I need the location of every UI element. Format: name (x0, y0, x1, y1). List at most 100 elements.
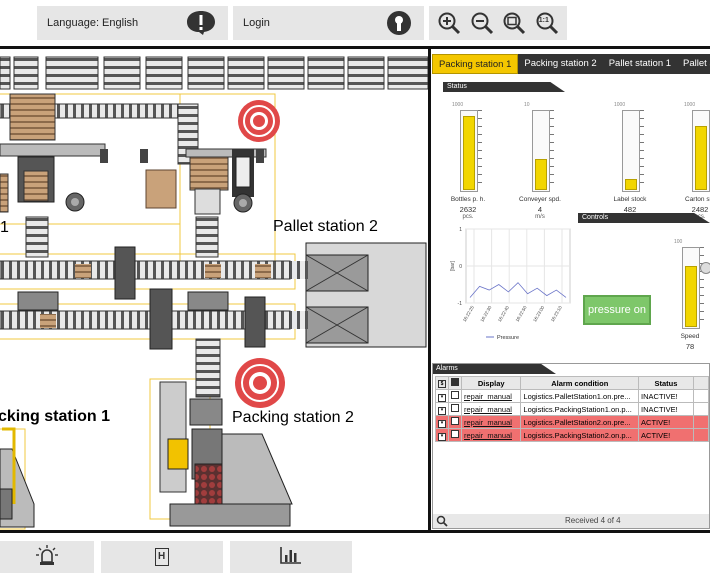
tab-pallet-station-2[interactable]: Pallet station (683, 58, 710, 69)
login-button[interactable]: Login (233, 6, 424, 40)
label-pallet-station-2: Pallet station 2 (273, 218, 378, 235)
alarm-condition: Logistics.PalletStation2.on.pre... (520, 415, 640, 429)
chart-legend-label: Pressure (497, 335, 519, 341)
gauge-tube (692, 110, 710, 192)
alarm-row-checkbox[interactable] (448, 402, 462, 416)
alarm-row[interactable]: ▾ repair_manual Logistics.PalletStation2.o… (435, 415, 710, 429)
alarm-status: INACTIVE! (638, 402, 694, 416)
gauge-unit: m/s (535, 214, 545, 220)
chart-x-tick: 16:22:30 (479, 305, 492, 323)
main-area: Pallet station 2 cking station 1 Packing… (0, 46, 710, 533)
gauge-ticks (640, 110, 644, 190)
chart-x-tick: 16:22:40 (497, 305, 510, 323)
expand-icon[interactable]: ▾ (435, 402, 449, 416)
chart-x-tick: 16:23:10 (550, 305, 563, 323)
chart-icon (280, 546, 302, 569)
label-packing-station-1: cking station 1 (0, 408, 111, 425)
alarm-status: ACTIVE! (638, 428, 694, 442)
search-icon[interactable] (436, 515, 448, 529)
gauge-fill (625, 179, 637, 190)
pressure-on-button[interactable]: pressure on (583, 295, 651, 325)
alarm-row-checkbox[interactable] (448, 389, 462, 403)
alarm-row-checkbox[interactable] (448, 428, 462, 442)
login-label: Login (243, 17, 270, 29)
zoom-out-icon[interactable] (470, 11, 494, 35)
plant-diagram (0, 56, 428, 530)
alarm-display-text[interactable]: repair_manual (464, 417, 512, 427)
alarm-display-text[interactable]: repair_manual (464, 391, 512, 401)
expand-icon[interactable]: ▾ (435, 428, 449, 442)
alarms-footer: Received 4 of 4 (433, 514, 709, 528)
tab-packing-station-1[interactable]: Packing station 1 (432, 54, 519, 74)
alarm-beacon-top (238, 100, 280, 142)
alarm-table-header: $ Display Alarm condition Status (435, 376, 710, 390)
statistics-button[interactable] (230, 541, 352, 573)
gauge-tube (682, 247, 700, 329)
gauge-tube (460, 110, 478, 192)
gauge-unit: pcs. (462, 214, 474, 220)
alarm-display-link[interactable]: repair_manual (460, 389, 522, 403)
gauge-name: Carton sto (685, 196, 710, 203)
zoom-in-icon[interactable] (437, 11, 461, 35)
alarm-display-link[interactable]: repair_manual (460, 428, 522, 442)
alarm-extra (692, 415, 710, 429)
speed-slider-knob[interactable] (700, 262, 710, 274)
language-button[interactable]: Language: English (37, 6, 228, 40)
alarm-beacon-button[interactable] (0, 541, 94, 573)
history-glyph: H (158, 551, 166, 562)
chart-y-tick: -1 (458, 301, 463, 307)
tab-packing-station-2[interactable]: Packing station 2 (524, 58, 597, 69)
history-button[interactable]: H (101, 541, 223, 573)
expand-icon[interactable]: ▾ (435, 389, 449, 403)
alarm-row[interactable]: ▾ repair_manual Logistics.PalletStation1.o… (435, 389, 710, 403)
gauge-name: Conveyer spd. (519, 196, 561, 203)
chart-y-tick: 0 (459, 264, 462, 270)
gauge-tube (532, 110, 550, 192)
gauge-max-label: 10 (524, 102, 530, 108)
lock-icon (386, 10, 412, 39)
gauge-value: 4 (537, 205, 543, 214)
alert-icon (186, 10, 216, 39)
alarm-display-link[interactable]: repair_manual (460, 402, 522, 416)
alarm-display-link[interactable]: repair_manual (460, 415, 522, 429)
gauge-fill (685, 266, 697, 327)
controls-header: Controls (578, 213, 710, 223)
plant-view: Pallet station 2 cking station 1 Packing… (0, 49, 428, 530)
column-status[interactable]: Status (638, 376, 694, 390)
alarm-condition: Logistics.PackingStation1.on.p... (520, 402, 640, 416)
alarm-beacon-bottom (235, 358, 285, 408)
alarm-row[interactable]: ▾ repair_manual Logistics.PackingStation1.… (435, 402, 710, 416)
alarm-extra (692, 402, 710, 416)
alarm-condition: Logistics.PalletStation1.on.pre... (520, 389, 640, 403)
alarm-display-text[interactable]: repair_manual (464, 404, 512, 414)
status-header: Status (443, 82, 565, 92)
zoom-fit-icon[interactable] (502, 11, 526, 35)
alarm-extra (692, 389, 710, 403)
tab-pallet-station-1[interactable]: Pallet station 1 (608, 58, 672, 69)
gauge-max-label: 100 (674, 239, 683, 245)
gauge-value: 78 (685, 342, 695, 351)
select-all-checkbox[interactable] (448, 376, 462, 390)
gauge-name: Label stock (613, 196, 647, 203)
zoom-actual-icon[interactable]: 1:1 (535, 11, 559, 35)
gauge-tube (622, 110, 640, 192)
expand-icon[interactable]: ▾ (435, 415, 449, 429)
gauge-name: Bottles p. h. (450, 196, 486, 203)
alarm-display-text[interactable]: repair_manual (464, 430, 512, 440)
sort-icon[interactable]: $ (435, 376, 449, 390)
gauge-fill (535, 159, 547, 190)
alarm-extra (692, 428, 710, 442)
panel-divider (428, 49, 431, 530)
gauge-ticks (550, 110, 554, 190)
alarm-row-checkbox[interactable] (448, 415, 462, 429)
column-alarm-condition[interactable]: Alarm condition (520, 376, 640, 390)
column-display[interactable]: Display (460, 376, 522, 390)
gauge-fill (695, 126, 707, 190)
gauge-ticks (478, 110, 482, 190)
